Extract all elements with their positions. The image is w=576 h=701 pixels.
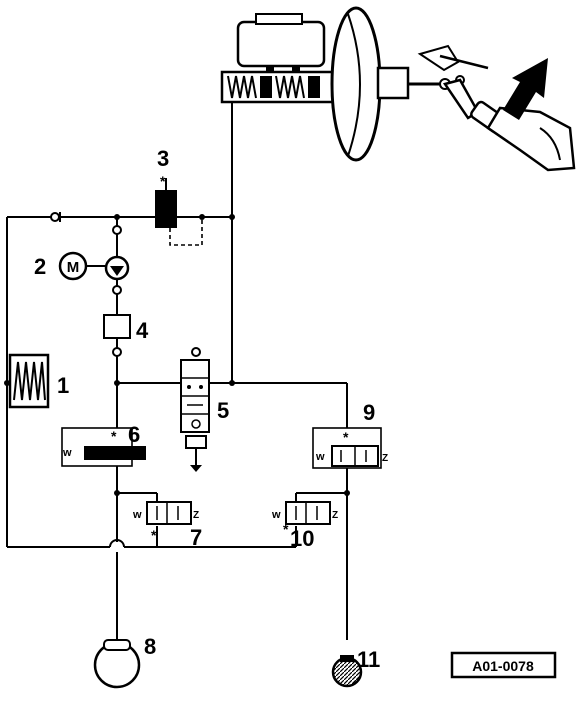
junction-dots [4,214,350,496]
coil-symbol-7: Z [193,510,199,521]
svg-text:w: w [62,447,72,459]
svg-text:*: * [111,428,117,444]
motor-icon [58,251,88,281]
svg-text:*: * [283,521,289,537]
label-2: 2 [34,254,46,279]
label-9: 9 [363,400,375,425]
force-arrow-icon [503,58,548,120]
wheel-brake-8 [93,639,141,689]
damper-4 [103,314,131,357]
label-8: 8 [144,634,156,659]
component-labels: 1 2 3 4 5 6 7 8 9 10 11 [34,146,380,672]
brake-booster [330,6,445,162]
valve-7: w Z * [132,501,199,543]
coil-symbol-9: Z [382,453,388,464]
motor-symbol: M [67,259,80,276]
hydraulic-lines [6,100,348,642]
foot-icon [486,106,576,172]
reference-code: A01-0078 [472,658,534,674]
wheel-brake-11 [331,655,363,688]
master-cylinder [220,13,336,104]
svg-text:w: w [132,509,142,521]
label-3: 3 [157,146,169,171]
line-crossing-bump [109,539,125,552]
accumulator-1 [8,353,50,409]
svg-text:*: * [343,429,349,445]
label-6: 6 [128,422,140,447]
coil-symbol-10: Z [332,510,338,521]
label-4: 4 [136,318,149,343]
label-7: 7 [190,525,202,550]
label-1: 1 [57,373,69,398]
label-10: 10 [290,526,314,551]
svg-text:*: * [160,173,166,189]
svg-text:*: * [151,527,157,543]
valve-block-5 [180,347,210,472]
svg-text:w: w [315,451,325,463]
check-valve-icon [50,212,61,222]
valve-10: w Z * [271,501,338,537]
valve-6: * w [61,427,146,467]
label-5: 5 [217,398,229,423]
pump-motor-2: M [58,225,130,295]
svg-text:w: w [271,509,281,521]
accumulator-3: * [155,173,203,246]
label-11: 11 [357,647,380,672]
valve-9: * w Z [312,427,388,469]
reference-code-box: A01-0078 [450,651,557,679]
